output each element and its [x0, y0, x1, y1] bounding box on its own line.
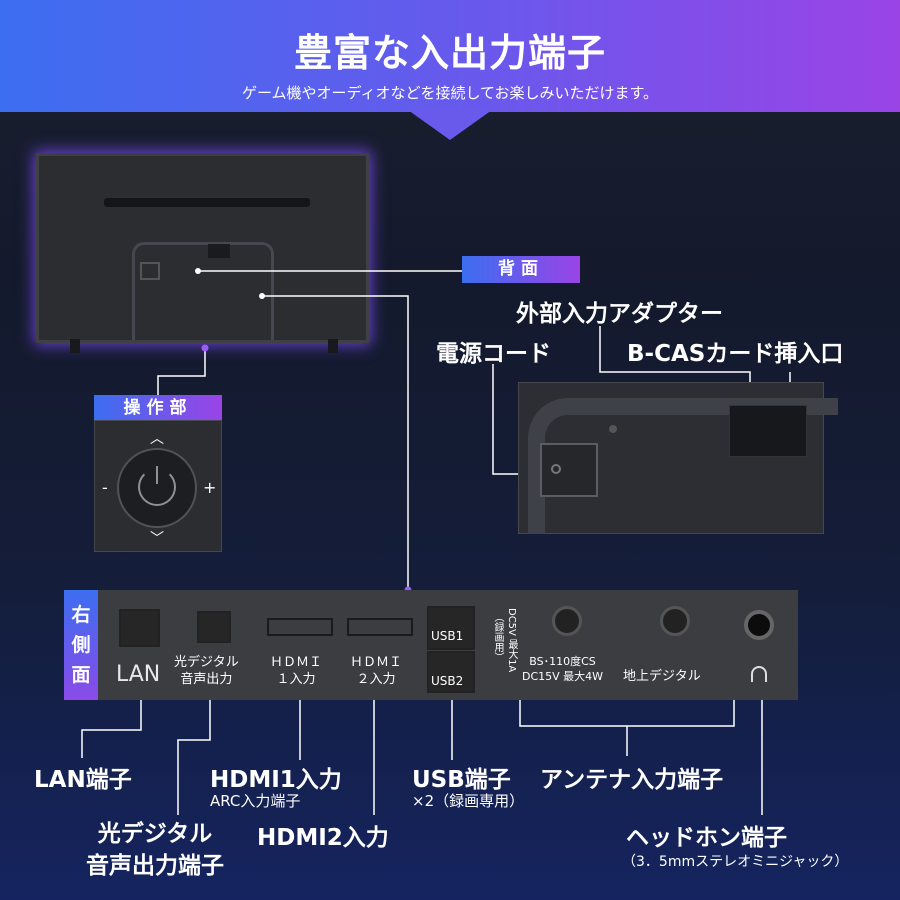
minus-icon: -: [102, 478, 108, 497]
terrestrial-connector: [660, 606, 690, 636]
tv-back-panel: [132, 242, 274, 340]
headphone-jack: [744, 610, 774, 640]
power-socket-hole: [551, 464, 561, 474]
callout-optical: 光デジタル 音声出力端子: [86, 821, 224, 879]
callout-headphone-sub: （3．5mmステレオミニジャック）: [622, 854, 849, 870]
hdmi2-port: [347, 618, 413, 636]
right-side-label: 右側面: [64, 590, 98, 700]
up-arrow-icon: ︿: [150, 431, 164, 447]
usb1-port: [427, 606, 475, 650]
right-side-label-text: 右側面: [71, 604, 91, 686]
plus-icon: +: [203, 478, 217, 497]
screw-hole: [609, 425, 617, 433]
tv-back-image: [36, 153, 369, 343]
usb-note-label: （録画用）: [492, 612, 503, 662]
headphone-icon: [751, 666, 767, 682]
back-label: 背面: [462, 256, 580, 283]
terrestrial-label: 地上デジタル: [623, 669, 701, 684]
bs-cs-label: BS･110度CS DC15V 最大4W: [522, 655, 604, 683]
hdmi1-port-label: ＨＤＭＩ １入力: [270, 655, 323, 687]
usb2-port: [427, 651, 475, 693]
callout-hdmi1: HDMI1入力: [210, 767, 342, 793]
power-socket: [540, 443, 598, 497]
callout-hdmi1-sub: ARC入力端子: [210, 792, 301, 810]
header-banner: [0, 0, 900, 112]
callout-lan: LAN端子: [34, 767, 132, 793]
power-icon-stem: [156, 466, 158, 484]
optical-port-label: 光デジタル 音声出力: [174, 655, 239, 687]
usb1-port-label: USB1: [431, 629, 464, 643]
bs-cs-connector: [552, 606, 582, 636]
page-subtitle: ゲーム機やオーディオなどを接続してお楽しみいただけます。: [241, 84, 659, 102]
tv-vent-slot: [104, 198, 310, 207]
tv-foot-left: [70, 339, 80, 353]
tv-foot-right: [328, 339, 338, 353]
callout-antenna: アンテナ入力端子: [540, 767, 724, 793]
tv-adapter-slot: [208, 244, 230, 258]
callout-usb: USB端子: [412, 767, 511, 793]
usb2-port-label: USB2: [431, 674, 464, 688]
callout-external-adapter: 外部入力アダプター: [516, 301, 723, 327]
callout-headphone: ヘッドホン端子: [626, 825, 787, 851]
callout-power-cord: 電源コード: [436, 341, 551, 367]
callout-usb-sub: ×2（録画専用）: [412, 792, 525, 810]
lan-port-label: LAN: [116, 662, 161, 687]
callout-hdmi2: HDMI2入力: [257, 825, 389, 851]
usb-spec-label: DC5V 最大1A: [506, 608, 517, 673]
lan-port: [119, 609, 160, 647]
down-arrow-icon: ﹀: [150, 531, 164, 547]
page-title: 豊富な入出力端子: [293, 30, 606, 75]
tv-power-socket: [140, 262, 160, 280]
hdmi1-port: [267, 618, 333, 636]
hdmi2-port-label: ＨＤＭＩ ２入力: [350, 655, 403, 687]
bcas-slot: [729, 405, 807, 457]
optical-port: [197, 611, 231, 643]
control-label: 操作部: [94, 395, 222, 421]
callout-bcas: B-CASカード挿入口: [627, 341, 844, 367]
power-icon: [138, 468, 176, 506]
